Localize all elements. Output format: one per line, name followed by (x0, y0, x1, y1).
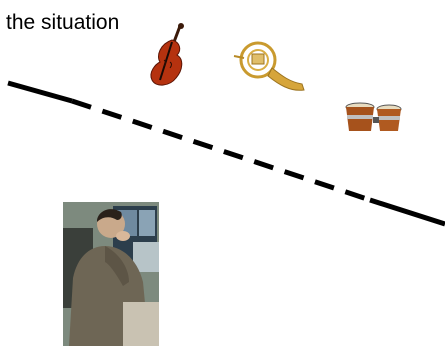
slide-title: the situation (6, 11, 120, 34)
line-solid-start (7, 80, 73, 104)
person-at-desk-photo (63, 202, 159, 346)
violin-icon (150, 23, 184, 86)
line-solid-end (369, 197, 445, 227)
line-dashed-middle (71, 98, 371, 203)
divider-line (7, 80, 445, 227)
french-horn-icon (233, 41, 305, 91)
bongo-drums-icon (345, 102, 402, 131)
